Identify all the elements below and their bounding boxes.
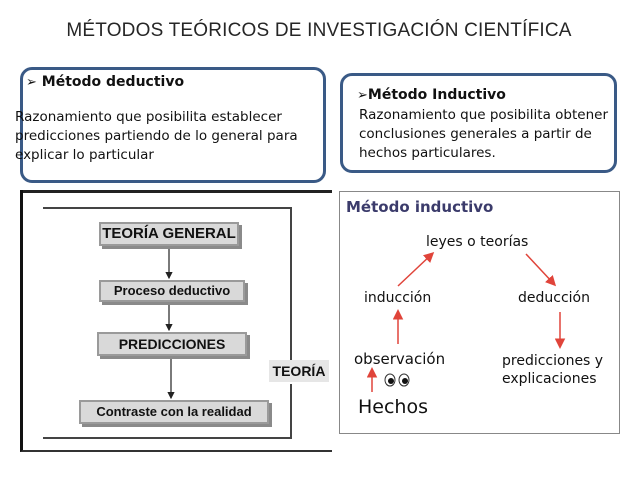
deductive-arrows	[43, 207, 292, 439]
inductive-diagram: Método inductivo leyes o teorías inducci…	[339, 191, 620, 434]
arrowhead-bullet-icon: ➢	[357, 88, 368, 103]
deductive-body: Razonamiento que posibilita establecer p…	[15, 108, 335, 165]
arrow-induction-to-laws	[397, 251, 435, 287]
theory-side-label: TEORÍA	[269, 360, 329, 382]
bracket-line	[43, 207, 292, 360]
deductive-heading: ➢ Método deductivo	[26, 74, 184, 90]
deductive-heading-text: Método deductivo	[41, 74, 185, 90]
arrowhead-bullet-icon: ➢	[26, 75, 37, 90]
diagram-top-rule	[23, 190, 332, 193]
inductive-diagram-title: Método inductivo	[346, 198, 494, 216]
arrow-laws-to-deduction	[525, 253, 557, 287]
induction-label: inducción	[364, 290, 432, 306]
deductive-diagram: TEORÍA GENERAL Proceso deductivo PREDICC…	[20, 190, 332, 452]
step-reality-check: Contraste con la realidad	[79, 400, 269, 424]
predictions-label: predicciones y explicaciones	[502, 353, 604, 387]
step-deductive-process: Proceso deductivo	[99, 280, 245, 302]
deductive-body-text: Razonamiento que posibilita establecer p…	[15, 109, 298, 163]
inductive-heading: ➢Método Inductivo	[357, 87, 506, 103]
observation-label: observación	[354, 350, 446, 368]
deductive-method-box: ➢ Método deductivo Razonamiento que posi…	[15, 67, 326, 183]
bracket-line-lower	[43, 384, 292, 439]
inductive-body-text: Razonamiento que posibilita obtener conc…	[359, 107, 608, 161]
inductive-arrows	[366, 251, 566, 392]
laws-theories-label: leyes o teorías	[426, 234, 529, 250]
step-general-theory: TEORÍA GENERAL	[99, 222, 239, 246]
facts-label: Hechos	[358, 396, 428, 418]
inductive-heading-text: Método Inductivo	[367, 87, 506, 103]
page-title: MÉTODOS TEÓRICOS DE INVESTIGACIÓN CIENTÍ…	[66, 20, 572, 41]
deduction-label: deducción	[518, 290, 590, 306]
eyes-icon	[384, 373, 410, 387]
step-predictions: PREDICCIONES	[97, 332, 247, 356]
inductive-method-box: ➢Método Inductivo Razonamiento que posib…	[340, 73, 617, 173]
